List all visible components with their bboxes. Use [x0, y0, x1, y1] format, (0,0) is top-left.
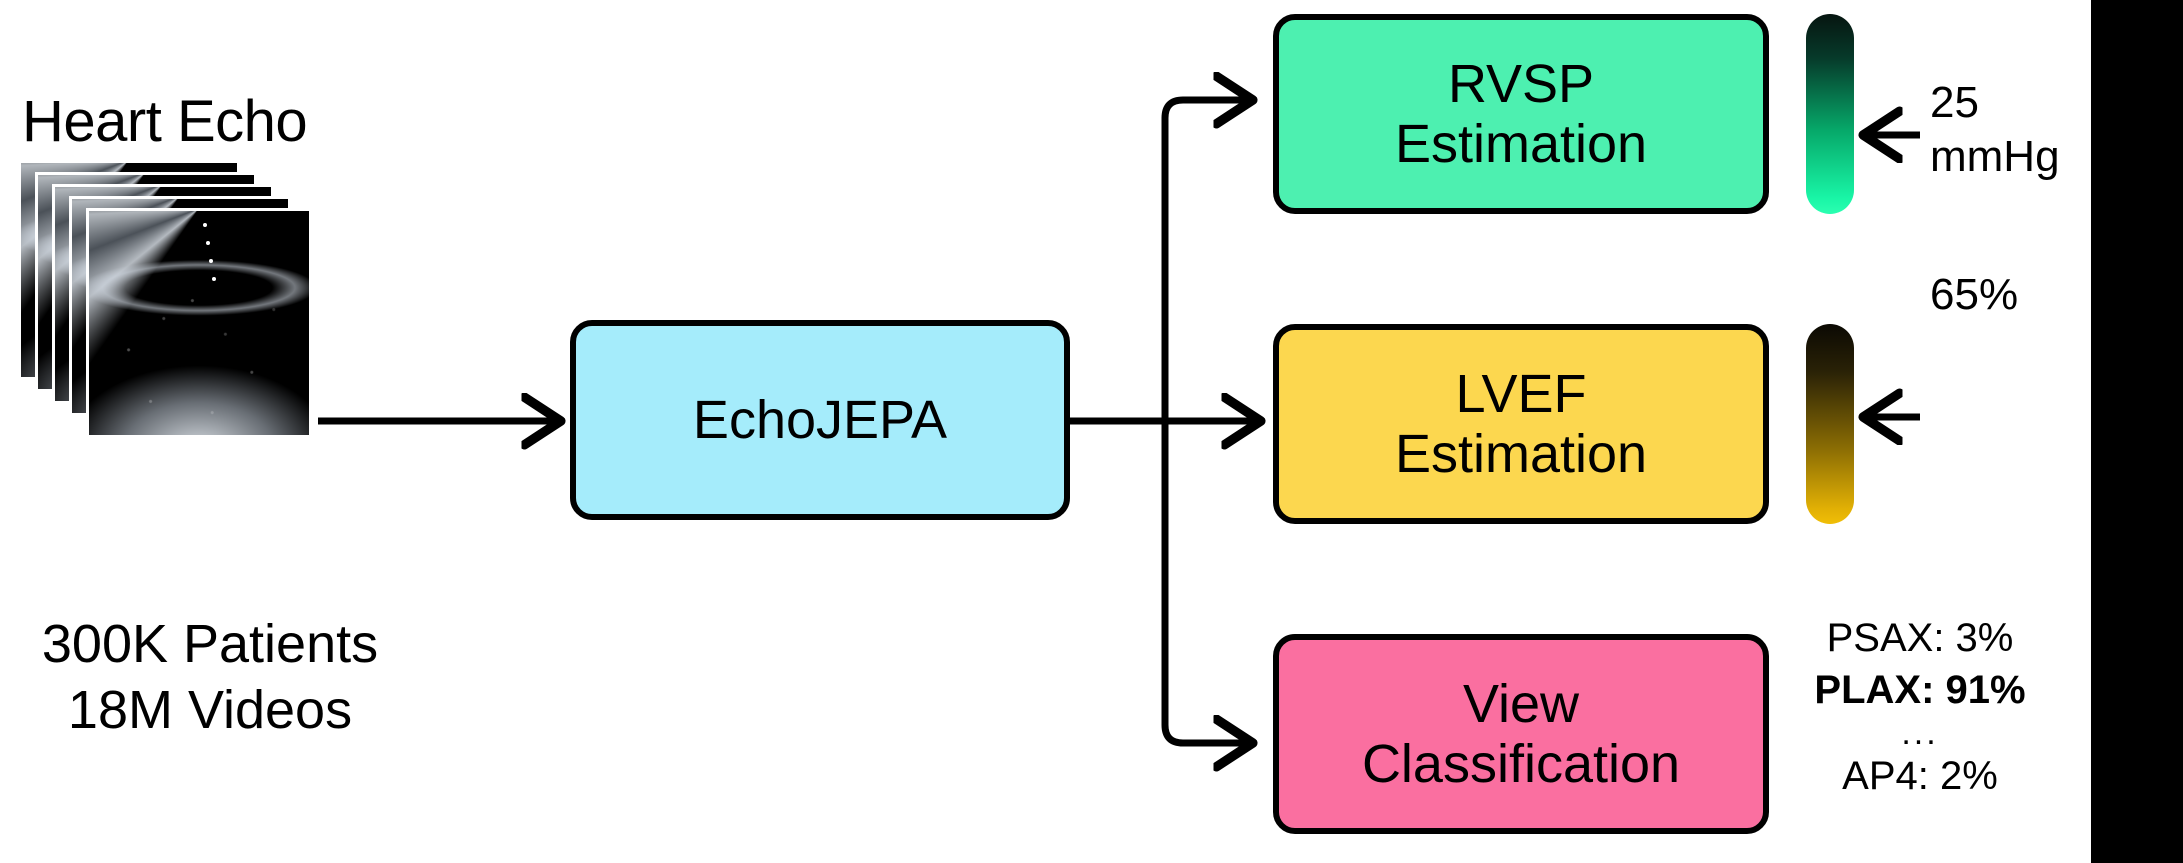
lvef-readout: 65%	[1930, 270, 2019, 319]
node-view-line2: Classification	[1361, 734, 1681, 794]
view-row-ap4: AP4: 2%	[1842, 754, 1998, 798]
node-echojepa-label: EchoJEPA	[692, 389, 948, 450]
view-row-plax: PLAX: 91%	[1814, 668, 2026, 712]
node-rvsp-label: RVSP Estimation	[1395, 54, 1647, 175]
node-view-classification[interactable]: View Classification	[1273, 634, 1769, 834]
lvef-readout-value: 65%	[1930, 270, 2019, 319]
input-caption-line1: 300K Patients	[41, 614, 379, 674]
lvef-gradient-bar	[1806, 324, 1854, 524]
arrow-model-to-branch	[1070, 100, 1258, 743]
view-classification-readout: PSAX: 3% PLAX: 91% ... AP4: 2%	[1795, 612, 2045, 802]
echo-video-stack	[18, 160, 318, 440]
node-lvef-line2: Estimation	[1394, 424, 1648, 484]
node-echojepa[interactable]: EchoJEPA	[570, 320, 1070, 520]
view-row-psax: PSAX: 3%	[1826, 616, 2014, 660]
node-lvef-estimation[interactable]: LVEF Estimation	[1273, 324, 1769, 524]
rvsp-readout: 25 mmHg	[1930, 78, 2060, 182]
node-view-line1: View	[1462, 673, 1580, 734]
node-rvsp-estimation[interactable]: RVSP Estimation	[1273, 14, 1769, 214]
node-lvef-line1: LVEF	[1455, 363, 1587, 424]
input-caption: 300K Patients 18M Videos	[0, 612, 420, 744]
input-title: Heart Echo	[22, 89, 308, 154]
echo-frame-front	[86, 208, 312, 438]
node-rvsp-line1: RVSP	[1447, 53, 1595, 114]
right-black-band	[2091, 0, 2183, 863]
echo-marker-dots	[203, 220, 217, 350]
node-rvsp-line2: Estimation	[1394, 114, 1648, 174]
rvsp-readout-unit: mmHg	[1930, 132, 2060, 182]
node-view-label: View Classification	[1362, 674, 1680, 795]
node-lvef-label: LVEF Estimation	[1395, 364, 1647, 485]
view-row-ellipsis: ...	[1901, 714, 1939, 752]
rvsp-gradient-bar	[1806, 14, 1854, 214]
input-caption-line2: 18M Videos	[67, 679, 353, 740]
rvsp-readout-value: 25	[1930, 78, 1979, 127]
